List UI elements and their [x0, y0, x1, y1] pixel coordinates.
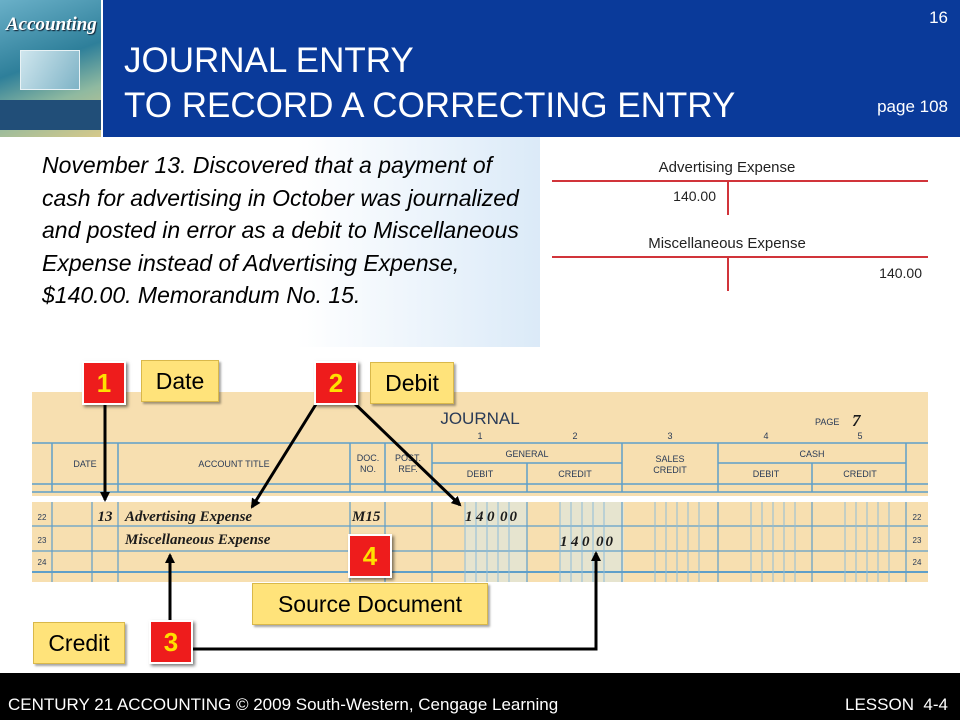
slide-title-line-1: JOURNAL ENTRY	[124, 41, 414, 80]
entry-general-debit-cents: 00	[500, 509, 519, 525]
column-number: 1	[477, 431, 482, 441]
date-label: Date	[141, 360, 219, 402]
general-debit-shade	[465, 502, 527, 582]
slide-header: Accounting 16 JOURNAL ENTRY TO RECORD A …	[0, 0, 960, 137]
column-number: 5	[857, 431, 862, 441]
slide-number: 16	[929, 8, 948, 27]
line-number: 22	[913, 513, 922, 522]
arrow-debit-amount	[350, 399, 462, 507]
footer-copyright: CENTURY 21 ACCOUNTING © 2009 South-Weste…	[8, 695, 559, 714]
header-date: DATE	[73, 459, 96, 469]
step-4-badge: 4	[348, 534, 392, 578]
journal-page-number: 7	[852, 411, 862, 430]
t-account-advertising-debit: 140.00	[673, 188, 716, 204]
t-account-title-miscellaneous: Miscellaneous Expense	[648, 235, 806, 252]
page-reference: page 108	[877, 97, 948, 116]
transaction-narrative-panel: November 13. Discovered that a payment o…	[0, 137, 540, 347]
step-3-badge: 3	[149, 620, 193, 664]
t-account-title-advertising: Advertising Expense	[659, 159, 796, 176]
line-number: 23	[38, 536, 47, 545]
source-document-label: Source Document	[252, 583, 488, 625]
journal-digit-rules	[464, 502, 890, 582]
slide-footer: CENTURY 21 ACCOUNTING © 2009 South-Weste…	[0, 673, 960, 720]
line-number: 22	[38, 513, 47, 522]
header-sales-credit: CREDIT	[653, 465, 687, 475]
t-accounts: Advertising Expense 140.00 Miscellaneous…	[552, 159, 928, 291]
header-sales-credit: SALES	[655, 454, 684, 464]
journal-tear-gap	[32, 496, 928, 502]
journal-header-rules	[32, 442, 928, 493]
header-cash-debit: DEBIT	[753, 469, 780, 479]
credit-label: Credit	[33, 622, 125, 664]
cover-stripe	[0, 100, 101, 130]
t-account-miscellaneous-credit: 140.00	[879, 265, 922, 281]
arrow-debit-account	[250, 400, 320, 509]
arrow-credit-amount	[192, 551, 601, 651]
step-2-badge: 2	[314, 361, 358, 405]
entry-general-credit: 140	[560, 534, 593, 550]
textbook-cover-image: Accounting	[0, 0, 103, 137]
header-cash: CASH	[799, 449, 824, 459]
slide-title-line-2: TO RECORD A CORRECTING ENTRY	[124, 86, 736, 125]
header-cash-credit: CREDIT	[843, 469, 877, 479]
column-number: 4	[763, 431, 768, 441]
column-number: 3	[667, 431, 672, 441]
entry-date: 13	[98, 509, 114, 525]
line-number: 24	[38, 558, 47, 567]
entry-account-title: Miscellaneous Expense	[124, 532, 271, 548]
line-number: 23	[913, 536, 922, 545]
journal-page-label: PAGE	[815, 417, 839, 427]
header-general: GENERAL	[505, 449, 548, 459]
step-1-badge: 1	[82, 361, 126, 405]
journal-title: JOURNAL	[440, 409, 519, 428]
column-number: 2	[572, 431, 577, 441]
journal-header-paper	[32, 392, 928, 496]
journal-body-rules	[32, 502, 928, 582]
entry-general-debit: 140	[465, 509, 498, 525]
header-post-ref: REF.	[398, 464, 418, 474]
callout-arrows	[100, 399, 601, 651]
entry-account-title: Advertising Expense	[124, 509, 252, 525]
header-doc-no: NO.	[360, 464, 376, 474]
footer-lesson: LESSON 4-4	[845, 695, 948, 714]
header-general-credit: CREDIT	[558, 469, 592, 479]
header-post-ref: POST.	[395, 453, 421, 463]
cover-brand: Accounting	[6, 14, 97, 35]
entry-general-credit-cents: 00	[596, 534, 615, 550]
slide-title: JOURNAL ENTRY TO RECORD A CORRECTING ENT…	[124, 38, 735, 128]
transaction-narrative: November 13. Discovered that a payment o…	[42, 152, 519, 308]
line-number: 24	[913, 558, 922, 567]
debit-label: Debit	[370, 362, 454, 404]
header-doc-no: DOC.	[357, 453, 380, 463]
cover-photo	[20, 50, 80, 90]
entry-doc-no: M15	[351, 509, 381, 525]
header-general-debit: DEBIT	[467, 469, 494, 479]
header-account-title: ACCOUNT TITLE	[198, 459, 269, 469]
